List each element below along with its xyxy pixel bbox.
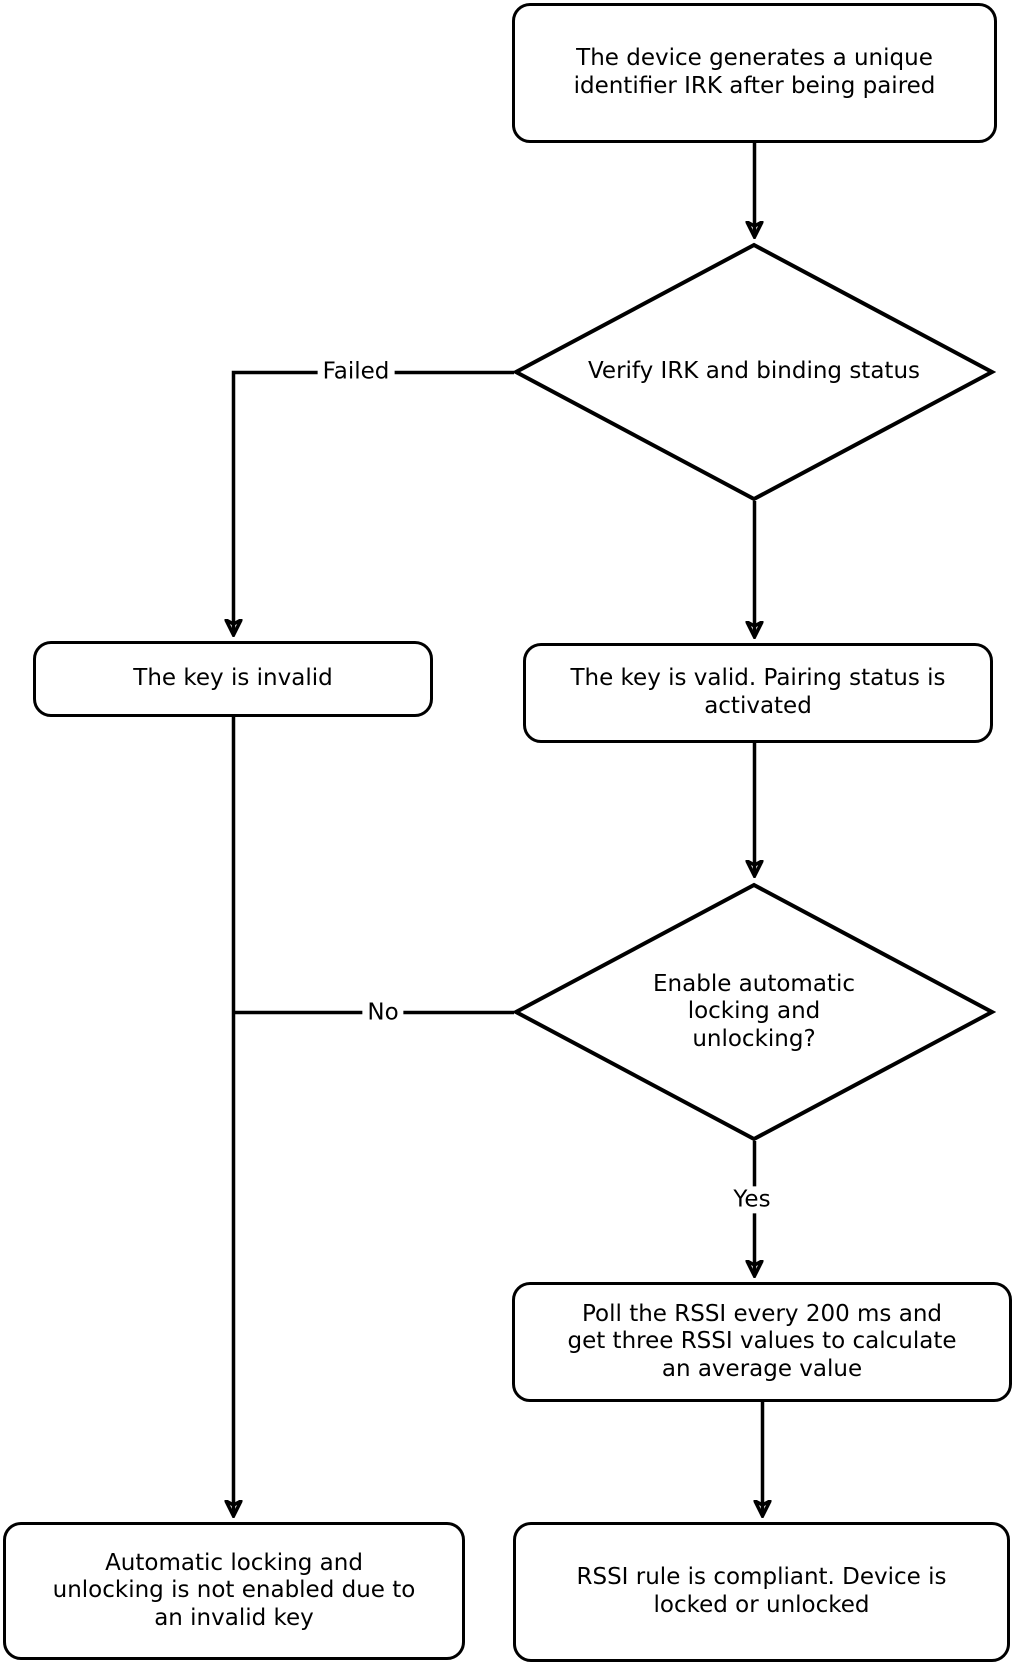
node-enable-auto: Enable automatic locking and unlocking?: [512, 881, 996, 1143]
node-key-valid-text: The key is valid. Pairing status is acti…: [570, 665, 946, 719]
node-rssi-compliant-text: RSSI rule is compliant. Device is locked…: [576, 1564, 947, 1618]
node-auto-not-enabled-text: Automatic locking and unlocking is not e…: [52, 1549, 416, 1631]
node-auto-not-enabled: Automatic locking and unlocking is not e…: [3, 1522, 465, 1660]
node-verify-irk: Verify IRK and binding status: [512, 241, 996, 503]
edge-label-failed: Failed: [317, 358, 395, 386]
diamond-shape: [512, 882, 996, 1142]
node-start-text: The device generates a unique identifier…: [573, 45, 936, 99]
arrow-verify-failed-to-keyinvalid: [234, 370, 514, 633]
node-enable-auto-text: Enable automatic locking and unlocking?: [653, 970, 855, 1052]
node-poll-rssi-text: Poll the RSSI every 200 ms and get three…: [567, 1300, 957, 1382]
node-poll-rssi: Poll the RSSI every 200 ms and get three…: [512, 1282, 1012, 1402]
node-key-invalid-text: The key is invalid: [133, 665, 333, 692]
node-key-valid: The key is valid. Pairing status is acti…: [523, 643, 993, 743]
node-key-invalid: The key is invalid: [33, 641, 433, 717]
node-start: The device generates a unique identifier…: [512, 3, 997, 143]
edge-label-yes: Yes: [728, 1186, 776, 1214]
node-verify-irk-text: Verify IRK and binding status: [587, 358, 921, 385]
edge-label-no: No: [362, 999, 404, 1027]
diamond-shape: [512, 242, 996, 502]
node-rssi-compliant: RSSI rule is compliant. Device is locked…: [513, 1522, 1010, 1662]
